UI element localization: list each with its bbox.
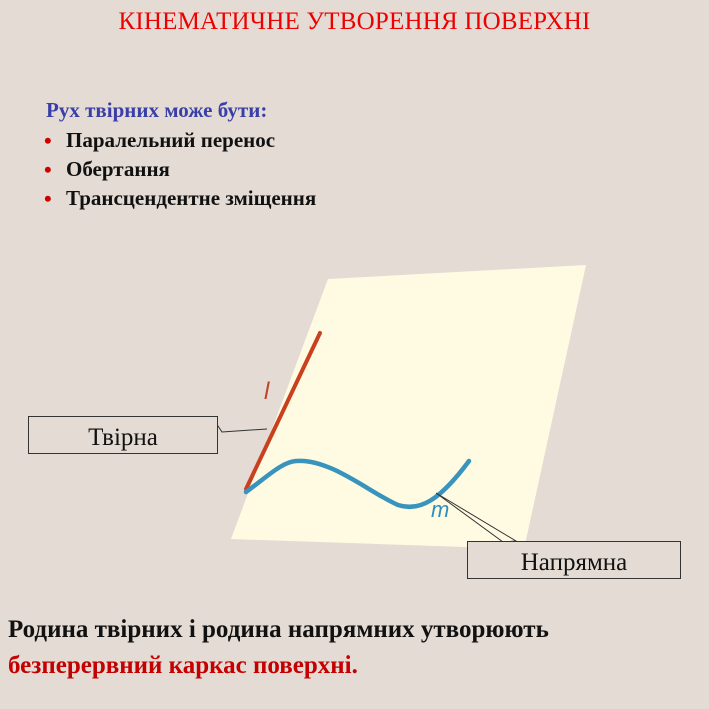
generatrix-line bbox=[244, 331, 322, 491]
bullet-icon: • bbox=[44, 186, 52, 211]
page-title: КІНЕМАТИЧНЕ УТВОРЕННЯ ПОВЕРХНІ bbox=[118, 8, 591, 35]
generatrix-label: Твірна bbox=[28, 416, 218, 454]
list-item-label: Паралельний перенос bbox=[66, 128, 276, 152]
motion-types-list: • Паралельний перенос • Обертання • Трансце… bbox=[44, 126, 316, 213]
footer-line-1: Родина твірних і родина напрямних утворю… bbox=[8, 616, 549, 643]
list-item: • Обертання bbox=[44, 155, 316, 184]
list-item: • Трансцендентне зміщення bbox=[44, 184, 316, 213]
list-item-label: Трансцендентне зміщення bbox=[66, 186, 317, 210]
directrix-letter: m bbox=[431, 497, 450, 522]
footer-line-2: безперервний каркас поверхні. bbox=[8, 652, 358, 679]
list-item: • Паралельний перенос bbox=[44, 126, 316, 155]
bullet-icon: • bbox=[44, 128, 52, 153]
directrix-curve bbox=[243, 458, 472, 510]
footer-text: Родина твірних і родина напрямних утворю… bbox=[8, 612, 698, 684]
bullet-icon: • bbox=[44, 157, 52, 182]
generatrix-letter: l bbox=[264, 378, 270, 405]
intro-text: Рух твірних може бути: bbox=[46, 98, 268, 122]
generatrix-leader bbox=[215, 422, 268, 433]
list-item-label: Обертання bbox=[66, 157, 170, 181]
directrix-label: Напрямна bbox=[467, 541, 681, 579]
